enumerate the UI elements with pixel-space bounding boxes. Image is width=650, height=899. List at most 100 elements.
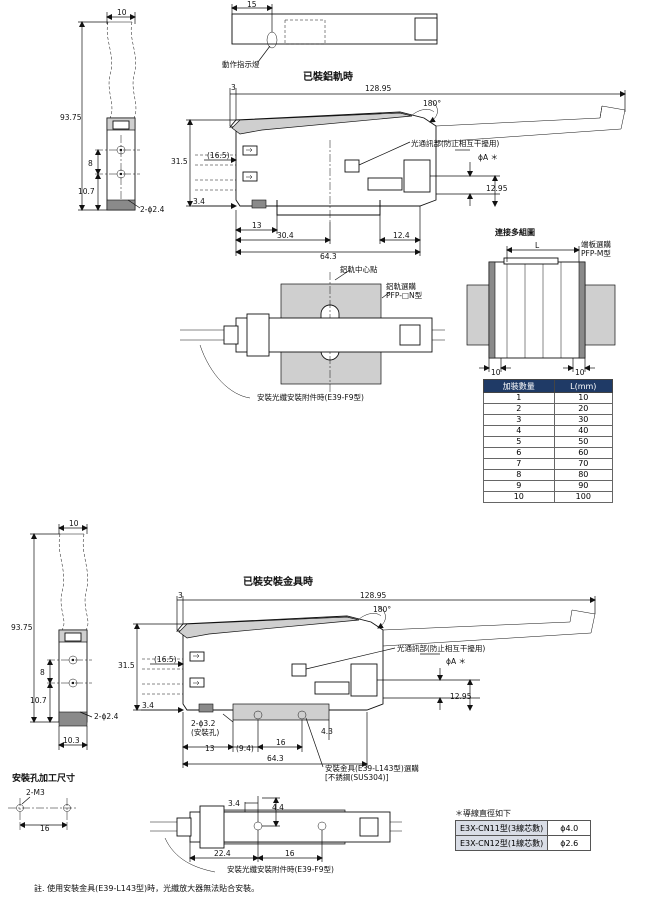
dim-15: 15	[247, 0, 257, 9]
angle-180-b: 180°	[373, 605, 391, 614]
l-cell: 20	[553, 403, 614, 415]
mount-holes-sub-label: (安裝孔)	[191, 727, 219, 737]
dim-3-top: 3	[231, 83, 236, 92]
table-row: E3X-CN12型(1線芯數) ϕ2.6	[454, 835, 592, 851]
dim-9-4: (9.4)	[236, 744, 254, 753]
hole-machining-view: 2-M3 16	[8, 788, 78, 833]
l-cell: 10	[553, 392, 614, 404]
dim-31-5-b: 31.5	[118, 661, 135, 670]
optical-comm-label-b: 光通訊部(防止相互干擾用)	[397, 643, 485, 653]
dim-31-5-top: 31.5	[171, 157, 188, 166]
fiber-fitting-label-b: 安裝光纖安裝附件時(E39-F9型)	[227, 864, 334, 874]
dim-16-b: 16	[276, 738, 286, 747]
qty-cell: 1	[483, 392, 555, 404]
dim-12-95-top: 12.95	[486, 184, 508, 193]
dim-3-4-b: 3.4	[142, 701, 154, 710]
dim-13-b: 13	[205, 744, 215, 753]
cable-model-cell: E3X-CN12型(1線芯數)	[454, 835, 549, 851]
bracket-mount-title: 已裝安裝金具時	[243, 575, 313, 588]
qty-cell: 7	[483, 458, 555, 470]
rail-option-label: 鋁軌選購	[386, 281, 416, 291]
bracket-plan-view: 3.4 4.4 22.4 16 安裝光纖安裝附件時(E39-F9型)	[150, 796, 402, 874]
l-cell: 40	[553, 425, 614, 437]
dim-16-5-b: (16.5)	[154, 655, 177, 664]
fiber-fitting-label-top: 安裝光纖安裝附件時(E39-F9型)	[257, 392, 364, 402]
dim-64-3-b: 64.3	[267, 754, 284, 763]
rail-plan-view: 鋁軌中心點 鋁軌選購 PFP-□N型 安裝光纖安裝附件時(E39-F9型)	[180, 264, 445, 402]
rail-mount-title: 已裝鋁軌時	[303, 70, 353, 83]
dim-10-left: 10	[491, 368, 501, 377]
bracket-option-label: 安裝金具(E39-L143型)選購	[325, 763, 419, 773]
dim-3-b: 3	[178, 591, 183, 600]
qty-cell: 4	[483, 425, 555, 437]
l-cell: 50	[553, 436, 614, 448]
table-row: E3X-CN11型(3線芯數) ϕ4.0	[454, 820, 592, 836]
angle-180-top: 180°	[423, 99, 441, 108]
dim-10-b: 10	[69, 519, 79, 528]
dim-12-4: 12.4	[393, 231, 410, 240]
cable-diameter-cell: ϕ2.6	[547, 835, 592, 851]
phi-a-top: ϕA ＊	[478, 153, 498, 162]
l-cell: 100	[553, 491, 614, 503]
cable-table-title: ＊導線直徑如下	[455, 809, 511, 818]
dim-8-b: 8	[40, 668, 45, 677]
qty-cell: 9	[483, 480, 555, 492]
qty-header-count: 加裝數量	[483, 379, 555, 393]
dim-4-3: 4.3	[321, 727, 333, 736]
qty-cell: 8	[483, 469, 555, 481]
qty-cell: 3	[483, 414, 555, 426]
multi-group-title: 連接多組圖	[495, 227, 535, 237]
rail-model-label: PFP-□N型	[386, 291, 423, 300]
dim-10-3: 10.3	[63, 736, 80, 745]
footnote: 註. 使用安裝金具(E39-L143型)時，光纖放大器無法貼合安裝。	[34, 884, 260, 893]
end-plate-label: 端板選購	[581, 239, 611, 249]
holes-phi-2-4-top: 2-ϕ2.4	[140, 205, 165, 214]
cable-table: E3X-CN11型(3線芯數) ϕ4.0 E3X-CN12型(1線芯數) ϕ2.…	[454, 820, 592, 851]
l-cell: 70	[553, 458, 614, 470]
multi-group-view: L 端板選購 PFP-M型 10 10	[466, 239, 616, 377]
dim-10-7-top: 10.7	[78, 187, 95, 196]
action-indicator-label: 動作指示燈	[222, 59, 260, 69]
dim-l: L	[535, 241, 540, 250]
dim-16-c: 16	[285, 849, 295, 858]
dim-93-75-b: 93.75	[11, 623, 33, 632]
bracket-material-label: [不銹鋼(SUS304)]	[325, 772, 389, 782]
qty-cell: 6	[483, 447, 555, 459]
dim-10-top: 10	[117, 8, 127, 17]
cable-diameter-cell: ϕ4.0	[547, 820, 592, 836]
dim-3-4-c: 3.4	[228, 799, 240, 808]
bottom-side-view: 10 93.75 8 10.7 10.3 2-ϕ2.4	[11, 519, 119, 750]
dim-3-4-top: 3.4	[193, 197, 205, 206]
dim-16-hole: 16	[40, 824, 50, 833]
l-cell: 60	[553, 447, 614, 459]
qty-cell: 10	[483, 491, 555, 503]
l-cell: 30	[553, 414, 614, 426]
dim-10-right: 10	[575, 368, 585, 377]
bracket-mount-front-view: 3 128.95 180° 31.5 (16.5) 3.4 2-ϕ3.2 (安裝…	[118, 591, 596, 782]
l-cell: 90	[553, 480, 614, 492]
dim-128-95-top: 128.95	[365, 84, 391, 93]
holes-phi-2-4-b: 2-ϕ2.4	[94, 712, 119, 721]
dim-64-3-top: 64.3	[320, 252, 337, 261]
mount-holes-label: 2-ϕ3.2	[191, 719, 216, 728]
dim-30-4: 30.4	[277, 231, 294, 240]
cable-model-cell: E3X-CN11型(3線芯數)	[454, 820, 549, 836]
optical-comm-label-top: 光通訊部(防止相互干擾用)	[411, 138, 499, 148]
rail-center-label: 鋁軌中心點	[340, 264, 378, 274]
qty-cell: 2	[483, 403, 555, 415]
top-side-view: 10 93.75 8 10.7 2-ϕ2.4	[60, 8, 165, 214]
qty-cell: 5	[483, 436, 555, 448]
dim-93-75-top: 93.75	[60, 113, 82, 122]
dim-13-top: 13	[252, 221, 262, 230]
